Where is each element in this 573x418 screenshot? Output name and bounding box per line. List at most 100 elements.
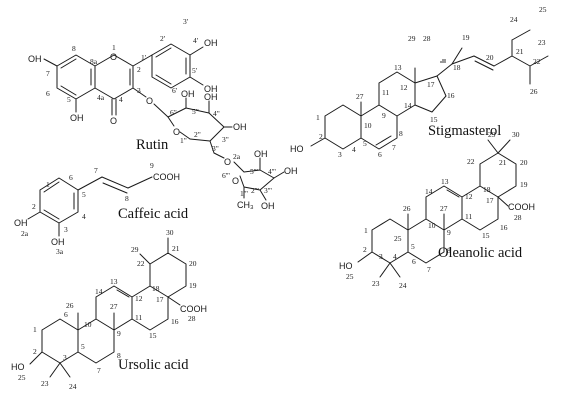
rutin-num-6p: 6'	[172, 86, 178, 95]
rutin-num-4pp: 4"	[213, 109, 220, 118]
stig-num-28: 28	[423, 34, 431, 43]
urs-num-22: 22	[137, 259, 145, 268]
rutin-num-6: 6	[46, 89, 50, 98]
urs-num-29: 29	[131, 245, 139, 254]
stig-num-24: 24	[510, 15, 518, 24]
rutin-rha-ring-o: O	[232, 176, 239, 186]
caffeic-num-3a: 3a	[56, 247, 64, 256]
rutin-5prime-oh: OH	[204, 84, 218, 94]
ole-num-8: 8	[447, 246, 451, 255]
ole-num-10: 10	[428, 221, 436, 230]
stig-num-22: 22	[533, 57, 541, 66]
urs-num-28: 28	[188, 314, 196, 323]
urs-num-3: 3	[63, 353, 67, 362]
ole-num-13: 13	[441, 177, 449, 186]
urs-num-2: 2	[33, 347, 37, 356]
caffeic-num-2: 2	[32, 202, 36, 211]
urs-num-5: 5	[81, 342, 85, 351]
ole-num-11: 11	[465, 212, 472, 221]
stig-num-19: 19	[462, 33, 470, 42]
rutin-num-1ppp: 1'''	[240, 189, 248, 198]
ursolic-cooh: COOH	[180, 304, 207, 314]
stig-num-7: 7	[392, 143, 396, 152]
ole-num-28: 28	[514, 213, 522, 222]
caffeic-atom-numbers: 7 9 1 6 5 8 2 4 3 2a 3a	[21, 161, 154, 256]
rutin-num-2: 2	[137, 65, 141, 74]
rutin-5-oh: OH	[70, 113, 84, 123]
caffeic-num-7: 7	[94, 166, 98, 175]
urs-num-19: 19	[189, 281, 197, 290]
urs-num-9: 9	[117, 329, 121, 338]
caffeic-cooh: COOH	[153, 172, 180, 182]
stig-num-3: 3	[338, 150, 342, 159]
ole-num-7: 7	[427, 265, 431, 274]
caffeic-num-5: 5	[82, 190, 86, 199]
caffeic-acid-name: Caffeic acid	[118, 206, 189, 222]
caffeic-oh-3: OH	[51, 237, 65, 247]
stigmasterol-3-ho: HO	[290, 144, 304, 154]
stig-num-13: 13	[394, 63, 402, 72]
rutin-rha-oh-b: OH	[284, 166, 298, 176]
urs-num-24: 24	[69, 382, 77, 391]
caffeic-num-3: 3	[64, 225, 68, 234]
rutin-1-o: O	[110, 52, 117, 62]
ole-num-29: 29	[488, 130, 496, 139]
stig-num-1: 1	[316, 113, 320, 122]
stig-num-29: 29	[408, 34, 416, 43]
rutin-num-5p: 5'	[192, 66, 198, 75]
rutin-num-5pp: 5"	[192, 107, 199, 116]
ursolic-3-ho: HO	[11, 362, 25, 372]
rutin-num-2p: 2'	[160, 34, 166, 43]
caffeic-acid-structure: COOH OH OH 7 9 1 6 5 8 2 4 3 2a 3a Caffe…	[14, 161, 189, 256]
stig-num-15: 15	[430, 115, 438, 124]
rutin-glycoside-o: O	[146, 96, 153, 106]
stig-num-17: 17	[427, 80, 435, 89]
urs-num-17: 17	[156, 295, 164, 304]
stig-num-10: 10	[364, 121, 372, 130]
ole-num-30: 30	[512, 130, 520, 139]
urs-num-1: 1	[33, 325, 37, 334]
urs-num-25: 25	[18, 373, 26, 382]
ole-num-1: 1	[364, 226, 368, 235]
urs-num-26: 26	[66, 301, 74, 310]
ole-num-27: 27	[440, 204, 448, 213]
rutin-num-3: 3	[137, 86, 141, 95]
ole-num-2: 2	[363, 245, 367, 254]
urs-num-20: 20	[189, 259, 197, 268]
ole-num-17: 17	[486, 196, 494, 205]
rutin-num-5ppp: 5'''	[250, 167, 258, 176]
ole-num-21: 21	[499, 158, 507, 167]
rutin-num-1p: 1'	[141, 53, 147, 62]
stig-num-8: 8	[399, 129, 403, 138]
rutin-num-1: 1	[112, 43, 116, 52]
rutin-4prime-oh: OH	[204, 38, 218, 48]
ole-num-4: 4	[393, 252, 397, 261]
stig-num-25: 25	[539, 5, 547, 14]
rutin-glc-oh-b: OH	[204, 92, 218, 102]
ole-num-19: 19	[520, 180, 528, 189]
caffeic-num-1: 1	[46, 180, 50, 189]
rutin-rha-oh-a: OH	[254, 149, 268, 159]
rutin-num-8: 8	[72, 44, 76, 53]
stig-num-12: 12	[400, 83, 408, 92]
ole-num-26: 26	[403, 204, 411, 213]
oleanolic-3-ho: HO	[339, 261, 353, 271]
rutin-num-4p: 4'	[193, 36, 199, 45]
stig-num-14: 14	[404, 101, 412, 110]
urs-num-18: 18	[152, 284, 160, 293]
caffeic-num-9: 9	[150, 161, 154, 170]
rutin-4-o: O	[110, 116, 117, 126]
stig-num-23: 23	[538, 38, 546, 47]
urs-num-11: 11	[135, 313, 142, 322]
ole-num-15: 15	[482, 231, 490, 240]
caffeic-num-4: 4	[82, 212, 86, 221]
rutin-structure: OH OH O O OH OH O O OH OH OH O O OH OH O…	[28, 17, 298, 211]
rutin-num-3ppp: 3'''	[264, 186, 272, 195]
stig-num-21: 21	[516, 47, 524, 56]
rutin-num-4a: 4a	[97, 93, 105, 102]
ole-num-16: 16	[500, 223, 508, 232]
rutin-num-5: 5	[67, 95, 71, 104]
urs-num-7: 7	[97, 366, 101, 375]
rutin-glc-oh-a: OH	[181, 89, 195, 99]
